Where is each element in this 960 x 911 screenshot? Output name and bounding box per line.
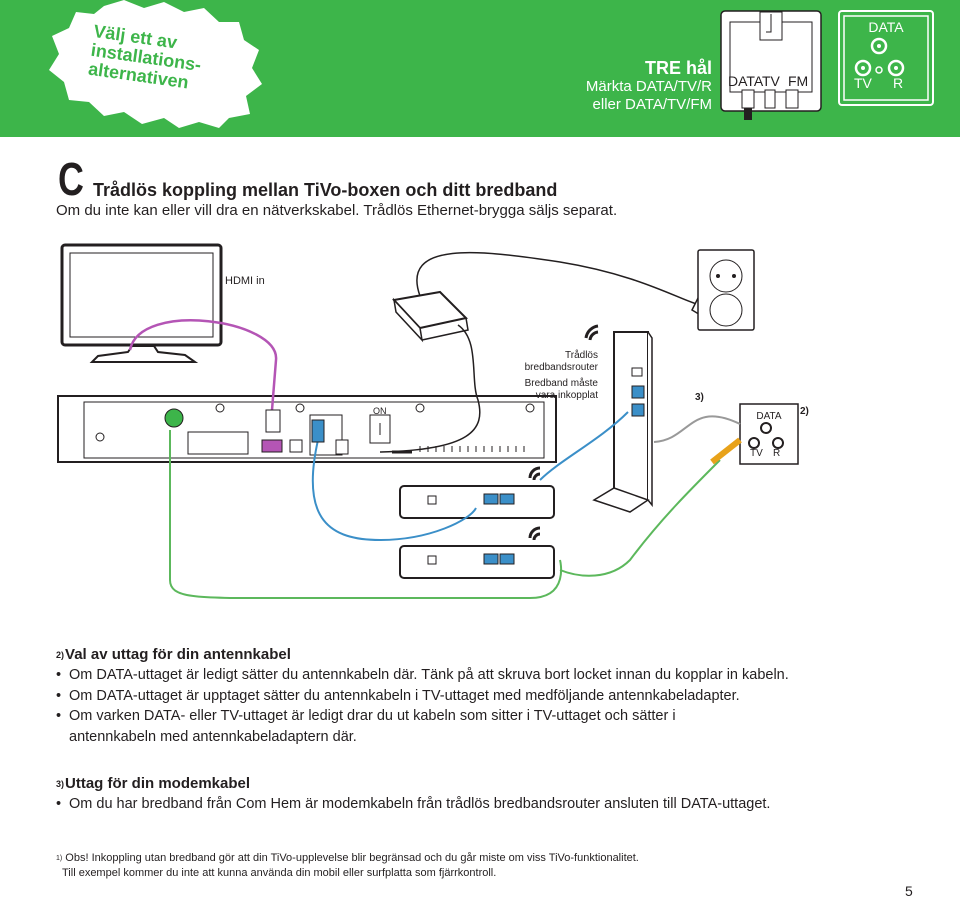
tre-line1: Märkta DATA/TV/R: [585, 78, 712, 95]
modem-heading: 3)Uttag för din modemkabel: [56, 774, 916, 794]
antenna-outlet-icon: [739, 403, 799, 465]
starburst-badge: [49, 0, 262, 128]
bridge-icon: [399, 485, 555, 519]
antenna-heading: 2)Val av uttag för din antennkabel: [56, 645, 916, 665]
tre-title: TRE hål: [644, 58, 712, 78]
outlet1-label-tv: TV: [762, 73, 781, 89]
section-subtitle: Om du inte kan eller vill dra en nätverk…: [56, 202, 618, 219]
list-item: •Om DATA-uttaget är upptaget sätter du a…: [56, 687, 740, 704]
header-banner: Välj ett av installations-alternativen T…: [0, 0, 960, 137]
modem-sup: 3): [56, 779, 65, 789]
outlet-r-label: R: [773, 448, 780, 459]
wall-outlet-side-icon: DATA TV FM: [720, 10, 822, 120]
list-item: •Om du har bredband från Com Hem är mode…: [56, 796, 771, 812]
antenna-sup: 2): [56, 650, 65, 660]
list-item: •Om DATA-uttaget är ledigt sätter du ant…: [56, 667, 789, 683]
outlet2-label-tv: TV: [854, 75, 873, 91]
modem-heading-text: Uttag för din modemkabel: [65, 775, 251, 792]
footnote-line2: Till exempel kommer du inte att kunna an…: [62, 867, 497, 879]
router-label-4: vara inkopplat: [536, 390, 598, 401]
on-label: ON: [373, 406, 387, 416]
router-icon: [592, 331, 653, 513]
modem-section: 3)Uttag för din modemkabel •Om du har br…: [56, 774, 916, 815]
section-title: Trådlös koppling mellan TiVo-boxen och d…: [93, 180, 558, 200]
power-adapter: [392, 290, 469, 343]
hdmi-in-label: HDMI in: [225, 275, 265, 287]
antenna-section: 2)Val av uttag för din antennkabel •Om D…: [56, 645, 916, 747]
bridge-icon: [399, 545, 555, 579]
outlet1-label-data: DATA: [728, 73, 764, 89]
wifi-icon: [584, 324, 599, 341]
tivo-box: [57, 395, 557, 463]
router-label-2: bredbandsrouter: [525, 362, 599, 373]
footnote-2-marker: 2): [800, 406, 809, 417]
connection-diagram: HDMI in ON: [57, 243, 809, 600]
wall-outlet-front-icon: DATA TV R: [838, 10, 934, 106]
footnote-3-marker: 3): [695, 392, 704, 403]
outlet1-label-fm: FM: [788, 73, 808, 89]
tre-line2: eller DATA/TV/FM: [592, 96, 712, 113]
router-label-3: Bredband måste: [525, 377, 599, 389]
outlet2-label-data: DATA: [868, 19, 904, 35]
tre-hal-block: TRE hål Märkta DATA/TV/R eller DATA/TV/F…: [586, 58, 712, 114]
footnote: 1) Obs! Inkoppling utan bredband gör att…: [56, 851, 916, 881]
list-item: •Om varken DATA- eller TV-uttaget är led…: [56, 708, 676, 745]
antenna-heading-text: Val av uttag för din antennkabel: [65, 646, 291, 663]
section-letter: C: [58, 153, 84, 205]
page-number: 5: [905, 883, 913, 899]
power-socket-icon: [697, 249, 755, 331]
outlet-tv-label: TV: [750, 448, 763, 459]
outlet-data-label: DATA: [756, 411, 782, 422]
router-label-1: Trådlös: [565, 349, 598, 361]
outlet2-label-r: R: [893, 75, 903, 91]
footnote-line1: 1) Obs! Inkoppling utan bredband gör att…: [56, 852, 639, 864]
tv-icon: [60, 243, 223, 363]
